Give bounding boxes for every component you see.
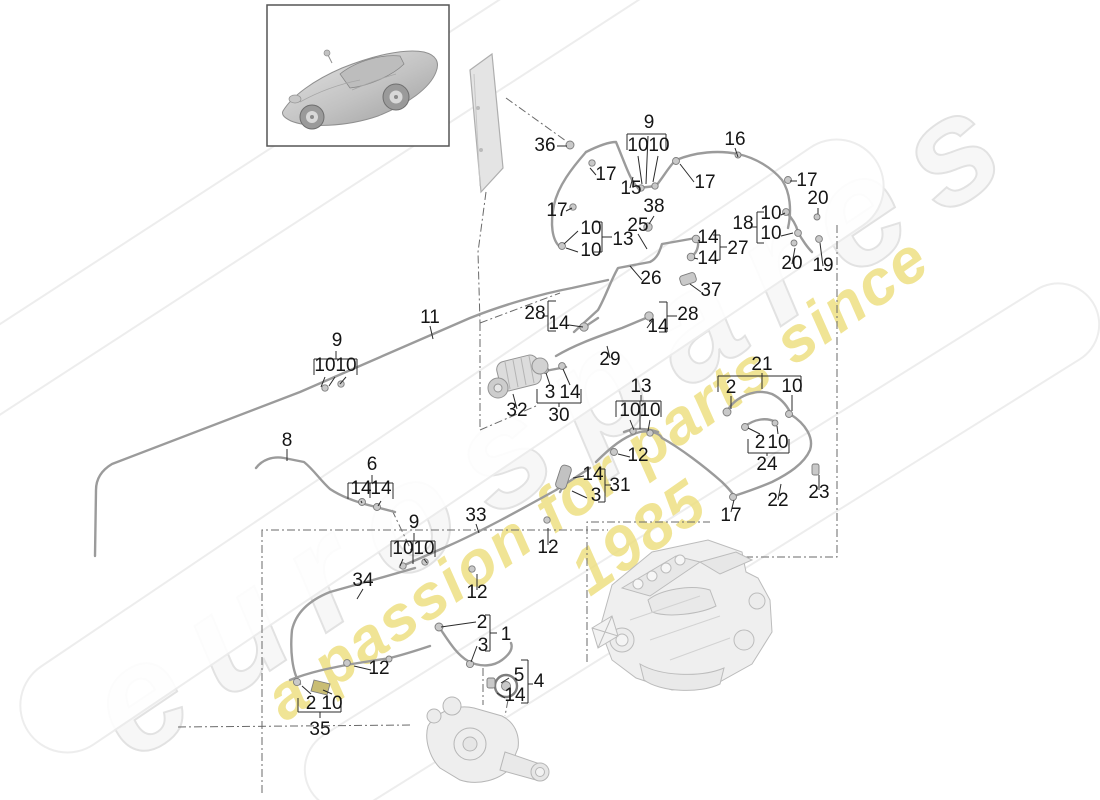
callout-10[interactable]: 10 (314, 355, 335, 376)
callout-19[interactable]: 19 (812, 255, 833, 276)
callout-33[interactable]: 33 (465, 505, 486, 526)
callout-10[interactable]: 10 (639, 400, 660, 421)
callout-2[interactable]: 2 (306, 693, 317, 714)
callout-27[interactable]: 27 (727, 238, 748, 259)
vehicle-thumbnail (266, 4, 450, 147)
callout-2[interactable]: 2 (477, 612, 488, 633)
callout-12[interactable]: 12 (466, 582, 487, 603)
callout-10[interactable]: 10 (760, 223, 781, 244)
callout-23[interactable]: 23 (808, 482, 829, 503)
callout-3[interactable]: 3 (478, 635, 489, 656)
callout-14[interactable]: 14 (647, 316, 669, 337)
porsche-918-illustration (282, 49, 438, 130)
callout-37[interactable]: 37 (700, 280, 721, 301)
callout-34[interactable]: 34 (352, 570, 374, 591)
callout-22[interactable]: 22 (767, 490, 788, 511)
callout-28[interactable]: 28 (524, 303, 545, 324)
callout-14[interactable]: 14 (582, 464, 604, 485)
callout-14[interactable]: 14 (504, 685, 526, 706)
callout-10[interactable]: 10 (580, 240, 601, 261)
callout-24[interactable]: 24 (756, 454, 778, 475)
callout-10[interactable]: 10 (767, 432, 788, 453)
callout-14[interactable]: 14 (350, 478, 372, 499)
callout-17[interactable]: 17 (546, 200, 567, 221)
callout-25[interactable]: 25 (627, 215, 648, 236)
callout-14[interactable]: 14 (697, 227, 719, 248)
condenser-panel (469, 52, 504, 194)
callout-29[interactable]: 29 (599, 349, 620, 370)
callout-17[interactable]: 17 (694, 172, 715, 193)
callout-9[interactable]: 9 (644, 112, 655, 133)
callout-2[interactable]: 2 (755, 432, 766, 453)
callout-28[interactable]: 28 (677, 304, 698, 325)
callout-17[interactable]: 17 (796, 170, 817, 191)
callout-26[interactable]: 26 (640, 268, 661, 289)
callout-11[interactable]: 11 (420, 307, 440, 328)
zone-boundary-lines (177, 97, 838, 793)
callout-9[interactable]: 9 (332, 330, 343, 351)
callout-15[interactable]: 15 (620, 178, 641, 199)
callout-20[interactable]: 20 (781, 253, 802, 274)
callout-17[interactable]: 17 (720, 505, 741, 526)
callout-38[interactable]: 38 (643, 196, 664, 217)
callout-32[interactable]: 32 (506, 400, 527, 421)
callout-14[interactable]: 14 (559, 382, 581, 403)
callout-12[interactable]: 12 (627, 445, 648, 466)
callout-10[interactable]: 10 (627, 135, 648, 156)
callout-3[interactable]: 3 (591, 485, 602, 506)
callout-10[interactable]: 10 (335, 355, 356, 376)
callout-21[interactable]: 21 (751, 354, 772, 375)
callout-20[interactable]: 20 (807, 188, 828, 209)
callout-13[interactable]: 13 (612, 229, 633, 250)
callout-10[interactable]: 10 (648, 135, 669, 156)
callout-1[interactable]: 1 (501, 624, 512, 645)
callout-18[interactable]: 18 (732, 213, 753, 234)
callout-9[interactable]: 9 (409, 512, 420, 533)
callout-leader-lines (286, 133, 824, 718)
callout-10[interactable]: 10 (413, 538, 434, 559)
callout-10[interactable]: 10 (392, 538, 413, 559)
callout-3[interactable]: 3 (545, 382, 556, 403)
callout-4[interactable]: 4 (534, 671, 545, 692)
callout-6[interactable]: 6 (367, 454, 378, 475)
callout-labels: 36 17 9 10 10 15 17 16 17 17 10 10 13 25… (282, 112, 834, 740)
callout-36[interactable]: 36 (534, 135, 555, 156)
callout-14[interactable]: 14 (548, 313, 570, 334)
callout-5[interactable]: 5 (514, 665, 525, 686)
callout-30[interactable]: 30 (548, 405, 569, 426)
callout-14[interactable]: 14 (697, 248, 719, 269)
callout-12[interactable]: 12 (368, 658, 389, 679)
callout-16[interactable]: 16 (724, 129, 745, 150)
callout-10[interactable]: 10 (619, 400, 640, 421)
callout-12[interactable]: 12 (537, 537, 558, 558)
callout-10[interactable]: 10 (321, 693, 342, 714)
ac-compressor (487, 354, 549, 399)
gearbox-illustration (426, 696, 550, 783)
callout-31[interactable]: 31 (609, 475, 630, 496)
callout-14[interactable]: 14 (370, 478, 392, 499)
callout-13[interactable]: 13 (630, 376, 651, 397)
callout-8[interactable]: 8 (282, 430, 293, 451)
callout-17[interactable]: 17 (595, 164, 616, 185)
callout-10[interactable]: 10 (760, 203, 781, 224)
callout-10[interactable]: 10 (580, 218, 601, 239)
callout-35[interactable]: 35 (309, 719, 330, 740)
engine-illustration (591, 539, 773, 691)
callout-10[interactable]: 10 (781, 376, 802, 397)
callout-2[interactable]: 2 (726, 377, 737, 398)
